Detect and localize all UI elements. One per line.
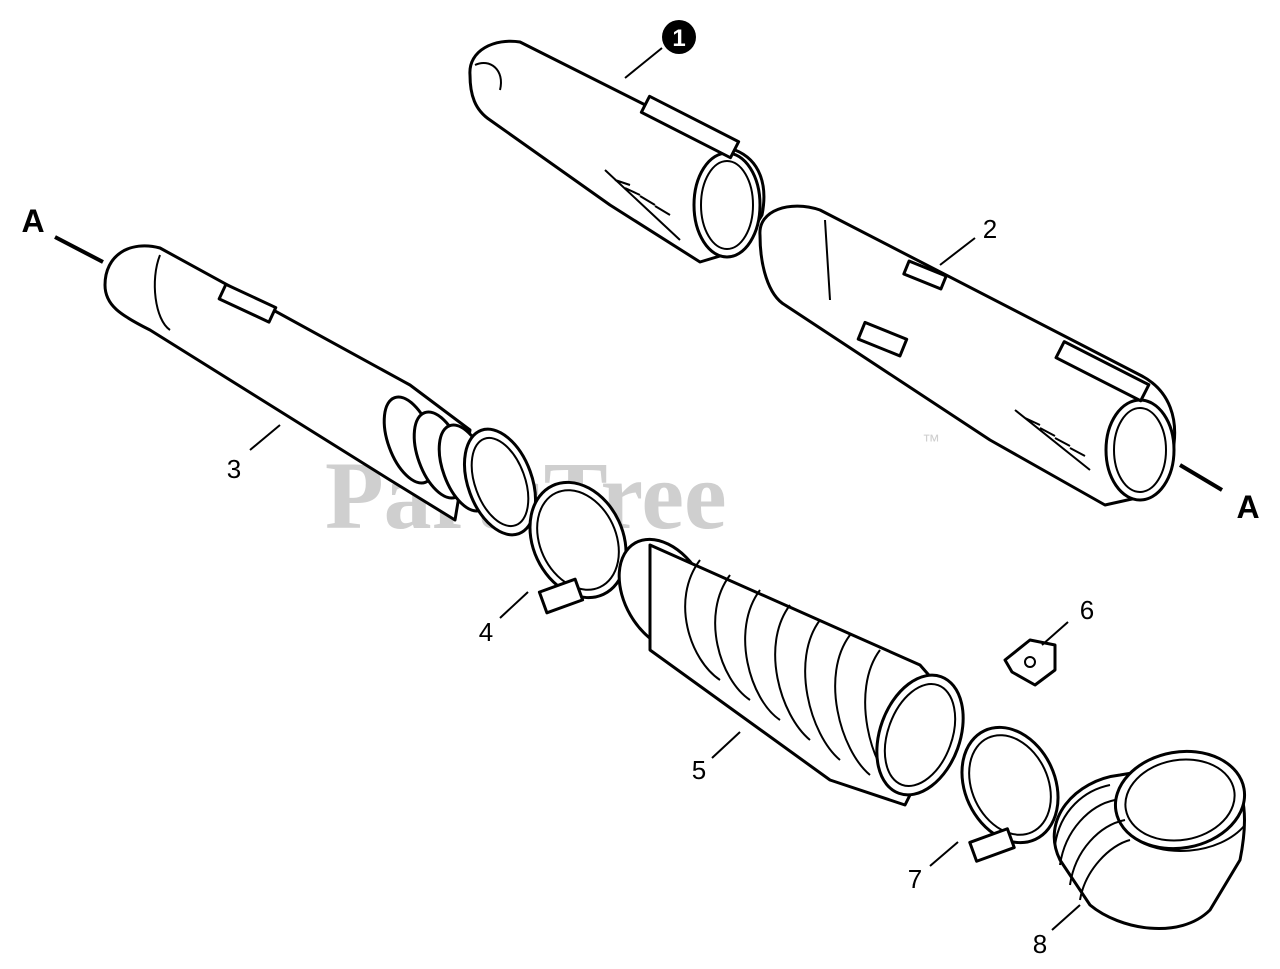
- callout-1-label: 1: [672, 25, 685, 52]
- edge-label-a-left: A: [21, 203, 44, 239]
- part-1-pipe-top[interactable]: [468, 39, 766, 264]
- part-3-pipe-threaded[interactable]: [103, 244, 549, 545]
- part-4-hose-clamp[interactable]: [512, 467, 644, 615]
- callout-7-label[interactable]: 7: [908, 864, 922, 894]
- trademark-symbol: ™: [922, 431, 940, 451]
- callout-4-label[interactable]: 4: [479, 617, 493, 647]
- part-7-hose-clamp[interactable]: [944, 712, 1076, 863]
- part-8-elbow-pipe[interactable]: [1052, 741, 1252, 930]
- leader-lines: [54, 47, 1224, 931]
- callout-1-badge[interactable]: 1: [662, 20, 696, 54]
- callout-3-label[interactable]: 3: [227, 454, 241, 484]
- callout-5-label[interactable]: 5: [692, 755, 706, 785]
- part-6-clip[interactable]: [1003, 638, 1057, 687]
- callout-6-label[interactable]: 6: [1080, 595, 1094, 625]
- part-5-bellows-hose[interactable]: [600, 523, 978, 807]
- callout-8-label[interactable]: 8: [1033, 929, 1047, 959]
- part-2-pipe-right[interactable]: [758, 204, 1177, 507]
- edge-label-a-right: A: [1236, 489, 1259, 525]
- callout-2-label[interactable]: 2: [983, 214, 997, 244]
